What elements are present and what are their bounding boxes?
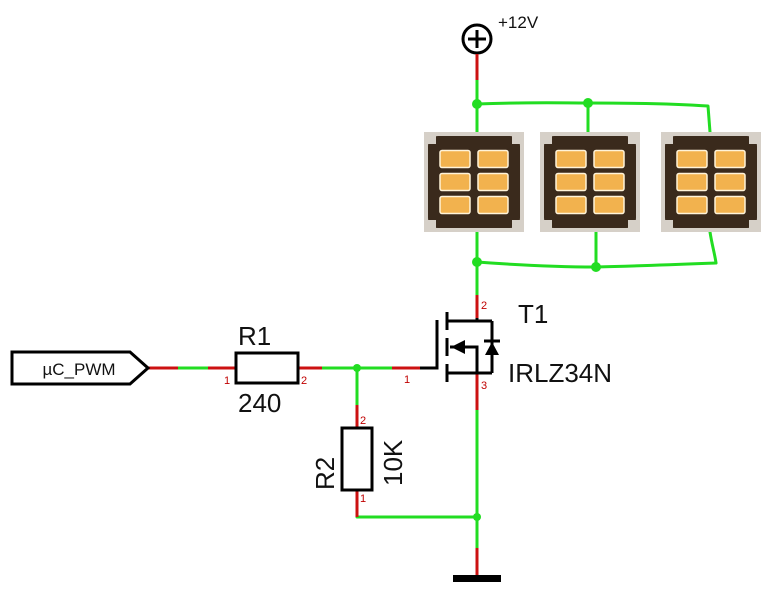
r1-name: R1	[238, 321, 271, 351]
led-chip	[714, 172, 746, 192]
led-chip	[439, 149, 471, 169]
led-chip	[477, 195, 509, 215]
led-chip	[555, 172, 587, 192]
junctions	[353, 98, 601, 521]
r2-body	[340, 426, 374, 492]
led-chip	[714, 149, 746, 169]
led-module-1	[424, 132, 524, 232]
junction-bot-mid	[591, 262, 601, 272]
t1-drain-pin: 2	[481, 300, 487, 312]
wire-top-bus	[475, 101, 712, 134]
r1-pin1: 1	[224, 375, 230, 387]
r2-pin2: 2	[360, 415, 366, 427]
wire-bot-led3	[708, 230, 718, 265]
led-chip	[593, 195, 625, 215]
led-chip	[439, 195, 471, 215]
led-modules	[424, 132, 761, 232]
led-chip	[714, 195, 746, 215]
r2-pin1: 1	[360, 493, 366, 505]
r1-pin2: 2	[301, 375, 307, 387]
led-chip	[477, 149, 509, 169]
led-chip	[555, 195, 587, 215]
junction-bot-left	[472, 257, 482, 267]
led-chip	[593, 149, 625, 169]
t1-gate-pin: 1	[404, 374, 410, 386]
led-chip	[555, 149, 587, 169]
led-chip	[676, 195, 708, 215]
input-label: µC_PWM	[42, 360, 115, 379]
t1-name: T1	[518, 299, 548, 329]
junction-gate	[353, 364, 361, 372]
led-module-3	[661, 132, 761, 232]
supply-label: +12V	[498, 13, 539, 32]
r1-value: 240	[238, 388, 281, 418]
led-chip	[676, 172, 708, 192]
junction-ground	[473, 513, 481, 521]
led-chip	[593, 172, 625, 192]
led-module-2	[540, 132, 640, 232]
mosfet-arrow	[451, 340, 465, 354]
supply-symbol	[461, 23, 493, 55]
led-chip	[477, 172, 509, 192]
input-port	[10, 350, 151, 386]
pin-stubs	[148, 54, 479, 575]
mosfet-symbol	[420, 312, 500, 382]
led-chip	[676, 149, 708, 169]
r1-body	[234, 351, 300, 385]
mosfet-diode	[485, 342, 499, 355]
r2-value: 10K	[378, 439, 408, 486]
led-chip	[439, 172, 471, 192]
t1-source-pin: 3	[481, 380, 487, 392]
junction-top-mid	[583, 98, 593, 108]
junction-top-left	[472, 99, 482, 109]
t1-part: IRLZ34N	[508, 358, 612, 388]
r2-name: R2	[310, 457, 340, 490]
ground-symbol	[453, 575, 501, 582]
